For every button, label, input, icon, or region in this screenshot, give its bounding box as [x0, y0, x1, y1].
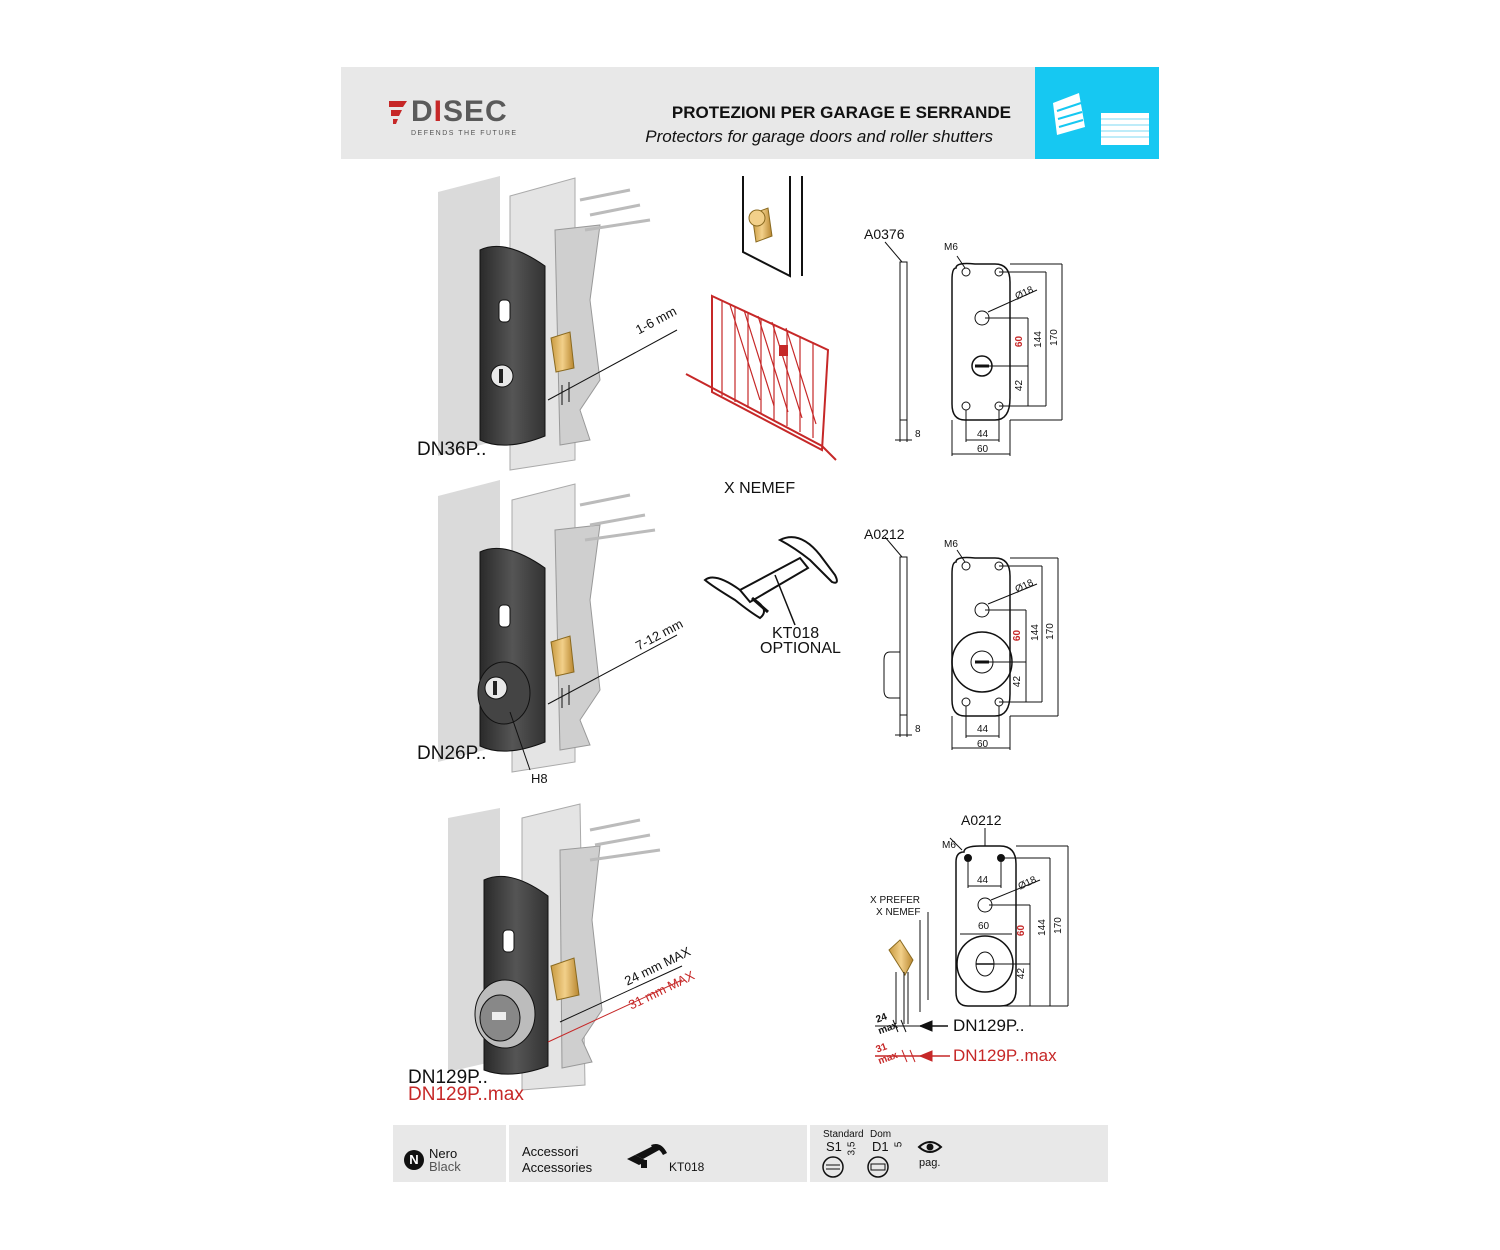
key-code-label: KT018 [772, 625, 820, 642]
thread-label: M6 [944, 242, 958, 253]
accessories-label-en: Accessories [522, 1160, 593, 1175]
garage-door-open-icon [1053, 93, 1085, 135]
product-code-dn26: DN26P.. [417, 743, 487, 764]
key-optional-label: OPTIONAL [760, 640, 841, 657]
product-code-dn129-max: DN129P..max [408, 1084, 524, 1105]
height-holes-label: 144 [1036, 919, 1048, 936]
width-total-label: 60 [978, 921, 990, 932]
roller-shutter-icon [1101, 113, 1149, 145]
key-icon [627, 1144, 667, 1168]
page-title: PROTEZIONI PER GARAGE E SERRANDE [671, 103, 1011, 122]
dom-cylinder-icon [867, 1156, 889, 1178]
product-code-dn36: DN36P.. [417, 439, 487, 460]
legend-footer: N Nero Black Accessori Accessories KT018… [393, 1125, 1108, 1182]
accessory-code: KT018 [669, 1160, 705, 1174]
dom-label: Dom [870, 1129, 892, 1140]
height-total-label: 170 [1048, 329, 1060, 346]
height-holes-label: 144 [1029, 624, 1041, 641]
thread-label: M6 [942, 840, 956, 851]
cylinder-door-detail [742, 176, 803, 278]
thread-label: M6 [944, 539, 958, 550]
finish-badge: N [404, 1150, 424, 1170]
brand-tagline: DEFENDS THE FUTURE [411, 130, 518, 137]
arrow-label-dn129: DN129P.. [953, 1016, 1025, 1035]
product-code-dn129: DN129P.. [408, 1067, 488, 1088]
diagram-ref: A0212 [961, 812, 1002, 828]
height-low-label: 42 [1012, 675, 1024, 688]
thickness-label: 8 [915, 724, 921, 735]
nemef-label: X NEMEF [876, 907, 921, 918]
nemef-label: X NEMEF [724, 480, 796, 497]
product-drawing-dn129 [448, 803, 683, 1091]
width-holes-label: 44 [977, 875, 989, 886]
diagram-ref: A0376 [864, 226, 905, 242]
dimension-diagram-a0212-max [875, 828, 1069, 1063]
roller-shutter-detail [685, 294, 837, 461]
page-ref-label: pag. [919, 1157, 941, 1169]
dom-dim: 5 [893, 1141, 905, 1148]
width-holes-label: 44 [977, 724, 989, 735]
kt018-key-drawing [703, 536, 838, 626]
height-key-label: 60 [1012, 629, 1024, 642]
prefer-label: X PREFER [870, 895, 921, 906]
product-drawing-dn26 [438, 480, 678, 773]
dom-code: D1 [872, 1139, 889, 1154]
product-drawing-dn36 [438, 176, 678, 471]
height-low-label: 42 [1014, 379, 1026, 392]
width-total-label: 60 [977, 444, 989, 455]
standard-code: S1 [826, 1139, 842, 1154]
callout-h8: H8 [531, 771, 548, 786]
standard-dim: 3,5 [846, 1141, 858, 1156]
page-header: DISEC DEFENDS THE FUTURE PROTEZIONI PER … [341, 67, 1159, 159]
dimension-diagram-a0376 [884, 241, 1063, 456]
width-holes-label: 44 [977, 429, 989, 440]
finish-label-it: Nero [429, 1146, 458, 1161]
height-key-label: 60 [1014, 335, 1026, 348]
page-subtitle: Protectors for garage doors and roller s… [645, 127, 993, 146]
accessories-label-it: Accessori [522, 1144, 579, 1159]
brand-mark-icon [389, 101, 407, 124]
height-low-label: 42 [1016, 967, 1028, 980]
height-total-label: 170 [1052, 917, 1064, 934]
finish-label-en: Black [429, 1159, 461, 1174]
height-key-label: 60 [1016, 924, 1028, 937]
eye-icon [917, 1141, 943, 1153]
category-accent [1035, 67, 1159, 159]
arrow-label-dn129-max: DN129P..max [953, 1046, 1057, 1065]
standard-label: Standard [823, 1129, 864, 1140]
width-total-label: 60 [977, 739, 989, 750]
brand-name: DISEC [411, 95, 508, 128]
thickness-label: 8 [915, 429, 921, 440]
height-holes-label: 144 [1032, 331, 1044, 348]
standard-cylinder-icon [822, 1156, 844, 1178]
height-total-label: 170 [1044, 623, 1056, 640]
diagram-ref: A0212 [864, 526, 905, 542]
dimension-diagram-a0212 [883, 536, 1059, 750]
